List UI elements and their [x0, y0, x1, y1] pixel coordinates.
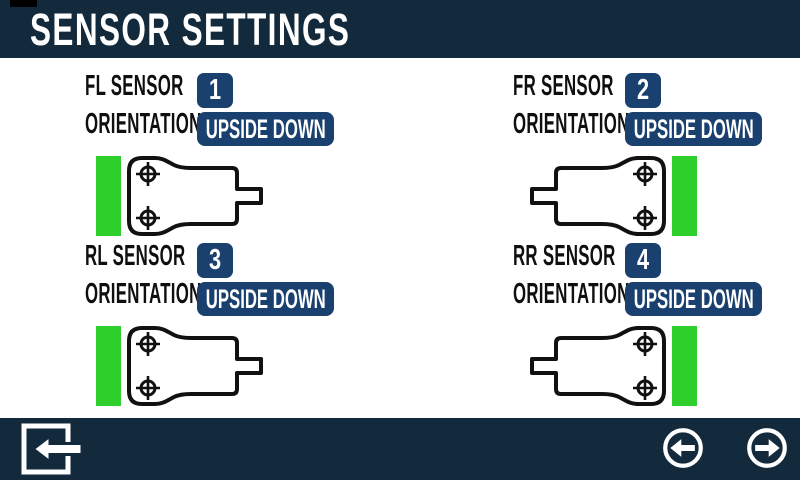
sensor-diagram [96, 155, 265, 237]
sensor-panel-front-left: FL SENSOR 1 ORIENTATION UPSIDE DOWN [85, 68, 445, 238]
sensor-number-value: 2 [636, 74, 650, 106]
sensor-label: FL SENSOR [85, 70, 184, 102]
sensor-number-badge[interactable]: 4 [625, 243, 661, 278]
sensor-number-badge[interactable]: 3 [197, 243, 233, 278]
sensor-panel-rear-right: RR SENSOR 4 ORIENTATION UPSIDE DOWN [513, 238, 800, 408]
sensor-diagram [528, 325, 697, 407]
orientation-value-badge[interactable]: UPSIDE DOWN [625, 112, 762, 146]
exit-button[interactable] [18, 422, 88, 478]
sensor-panel-rear-left: RL SENSOR 3 ORIENTATION UPSIDE DOWN [85, 238, 445, 408]
sensor-label: RR SENSOR [513, 240, 616, 272]
sensor-number-value: 3 [208, 244, 222, 276]
next-button[interactable] [745, 426, 789, 470]
arrow-left-circle-icon [661, 426, 705, 470]
orientation-value: UPSIDE DOWN [633, 283, 754, 314]
page-title: SENSOR SETTINGS [30, 4, 351, 55]
orientation-label: ORIENTATION [85, 278, 202, 310]
sensor-number-badge[interactable]: 2 [625, 73, 661, 108]
sensor-number-value: 1 [208, 74, 222, 106]
sensor-diagram [528, 155, 697, 237]
green-indicator-bar [672, 326, 697, 406]
exit-icon [21, 423, 84, 475]
sensor-number-badge[interactable]: 1 [197, 73, 233, 108]
sensor-icon [125, 155, 265, 237]
arrow-right-circle-icon [745, 426, 789, 470]
sensor-icon [528, 325, 668, 407]
sensor-diagram [96, 325, 265, 407]
green-indicator-bar [672, 156, 697, 236]
orientation-value: UPSIDE DOWN [633, 113, 754, 144]
orientation-value: UPSIDE DOWN [205, 283, 326, 314]
orientation-label: ORIENTATION [85, 108, 202, 140]
sensor-icon [125, 325, 265, 407]
orientation-label: ORIENTATION [513, 278, 630, 310]
orientation-value-badge[interactable]: UPSIDE DOWN [197, 112, 334, 146]
footer-bar [0, 418, 800, 480]
orientation-value: UPSIDE DOWN [205, 113, 326, 144]
orientation-value-badge[interactable]: UPSIDE DOWN [197, 282, 334, 316]
header-bar: SENSOR SETTINGS [0, 0, 800, 58]
sensor-icon [528, 155, 668, 237]
orientation-value-badge[interactable]: UPSIDE DOWN [625, 282, 762, 316]
green-indicator-bar [96, 156, 121, 236]
bezel-mark [10, 0, 37, 7]
sensor-panel-front-right: FR SENSOR 2 ORIENTATION UPSIDE DOWN [513, 68, 800, 238]
sensor-label: RL SENSOR [85, 240, 186, 272]
sensor-label: FR SENSOR [513, 70, 614, 102]
orientation-label: ORIENTATION [513, 108, 630, 140]
green-indicator-bar [96, 326, 121, 406]
previous-button[interactable] [661, 426, 705, 470]
sensor-number-value: 4 [636, 244, 650, 276]
